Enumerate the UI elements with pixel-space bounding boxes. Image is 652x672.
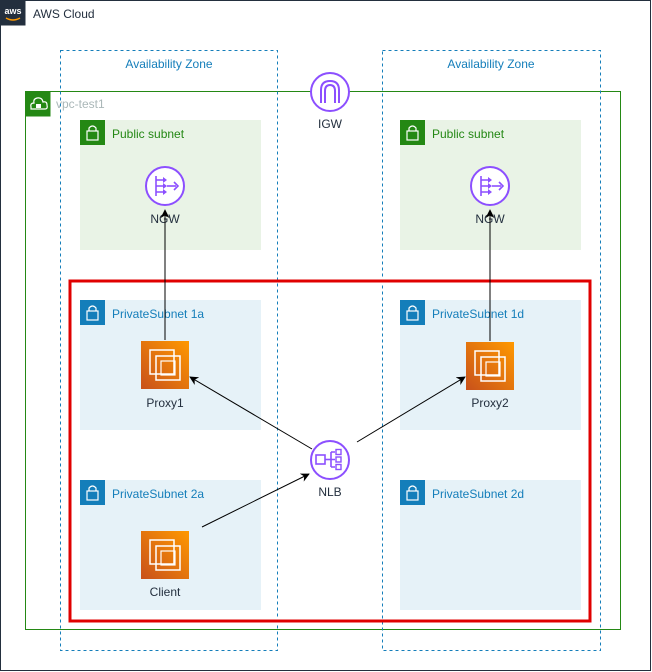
arrow-nlb-to-proxy1	[189, 376, 313, 450]
nlb-node[interactable]: NLB	[310, 440, 350, 499]
ec2-instance-icon	[141, 341, 189, 389]
lock-icon	[400, 480, 425, 505]
igw-node[interactable]: IGW	[310, 72, 350, 131]
nat-gateway-icon	[470, 166, 510, 206]
ec2-instance-icon	[466, 342, 514, 390]
private-subnet-2d: PrivateSubnet 2d	[400, 480, 581, 610]
ec2-instance-icon	[141, 531, 189, 579]
igw-label: IGW	[318, 117, 343, 131]
availability-zone-right-label: Availability Zone	[447, 57, 534, 71]
client-label: Client	[150, 585, 181, 599]
private-subnet-1a-label: PrivateSubnet 1a	[112, 307, 204, 321]
lock-icon	[400, 300, 425, 325]
highlight-box	[68, 279, 592, 623]
network-load-balancer-icon	[310, 440, 350, 480]
lock-icon	[80, 120, 105, 145]
arrow-client-to-nlb	[201, 473, 310, 528]
vpc-label: vpc-test1	[56, 97, 105, 111]
public-subnet-right-label: Public subnet	[432, 127, 505, 141]
client-node[interactable]: Client	[141, 531, 189, 599]
proxy2-label: Proxy2	[471, 396, 509, 410]
arrow-nlb-to-proxy2	[356, 376, 466, 443]
nlb-label: NLB	[318, 485, 341, 499]
lock-icon	[80, 480, 105, 505]
proxy2-node[interactable]: Proxy2	[466, 342, 514, 410]
availability-zone-left-label: Availability Zone	[125, 57, 212, 71]
nat-gateway-icon	[145, 166, 185, 206]
connectors	[160, 209, 495, 528]
ngw-right-node[interactable]: NGW	[470, 166, 510, 226]
ngw-left-node[interactable]: NGW	[145, 166, 185, 226]
private-subnet-1d-label: PrivateSubnet 1d	[432, 307, 524, 321]
availability-zone-left: Availability Zone	[60, 50, 278, 651]
proxy1-label: Proxy1	[146, 396, 184, 410]
lock-icon	[80, 300, 105, 325]
lock-icon	[400, 120, 425, 145]
aws-logo-icon: aws	[4, 6, 21, 16]
aws-logo-badge	[0, 0, 26, 26]
private-subnet-2d-label: PrivateSubnet 2d	[432, 487, 524, 501]
aws-cloud-label: AWS Cloud	[33, 7, 95, 21]
availability-zone-right: Availability Zone	[382, 50, 601, 651]
private-subnet-2a-label: PrivateSubnet 2a	[112, 487, 204, 501]
internet-gateway-icon	[310, 72, 350, 112]
public-subnet-left: Public subnet	[80, 120, 261, 250]
public-subnet-left-label: Public subnet	[112, 127, 185, 141]
proxy1-node[interactable]: Proxy1	[141, 341, 189, 410]
